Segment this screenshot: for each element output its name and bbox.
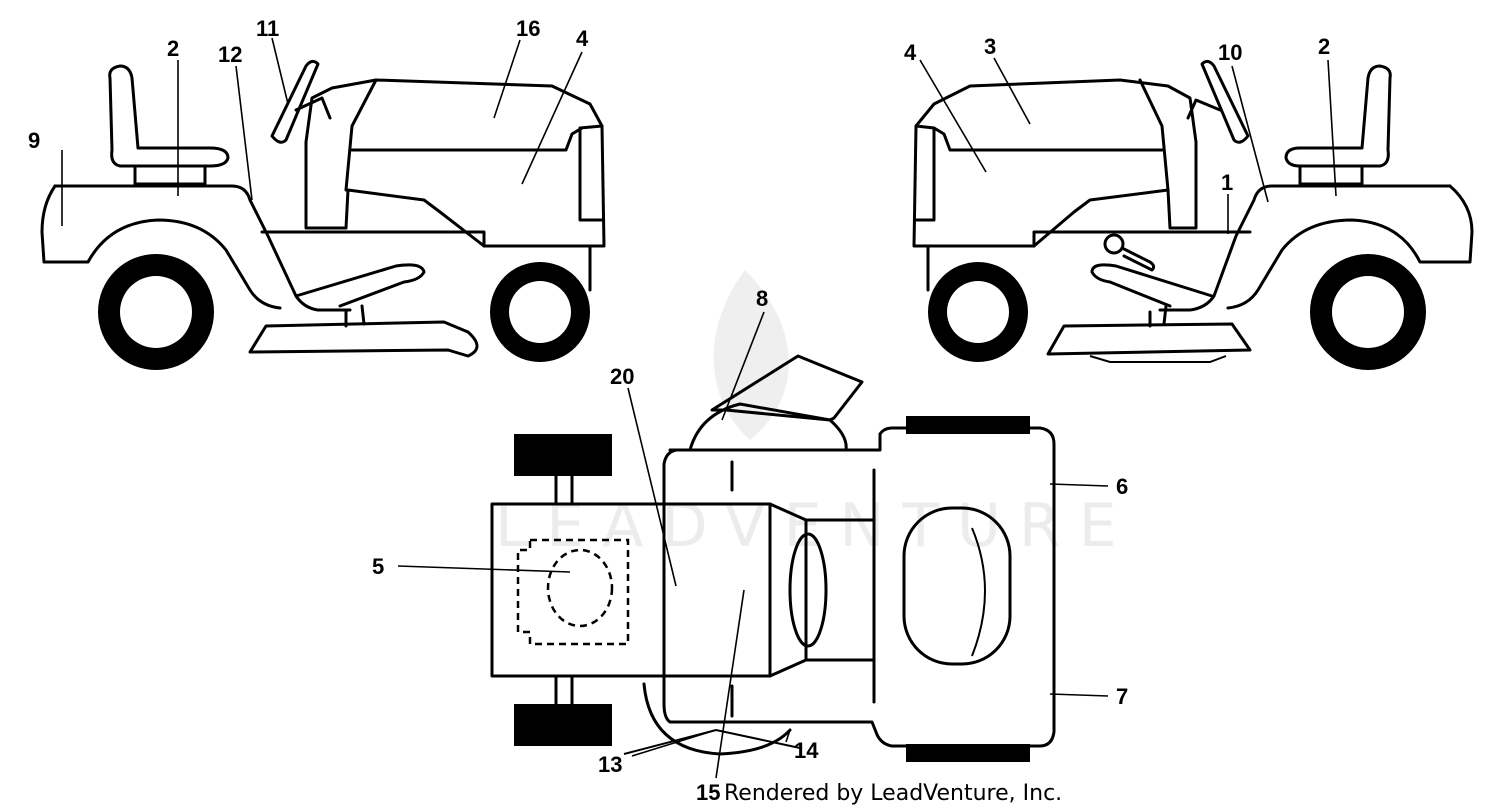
tractor-top-view <box>490 354 1056 762</box>
seat-back <box>108 64 230 168</box>
hood <box>304 78 606 248</box>
front-wheel-left-hub <box>509 281 571 343</box>
steering-column <box>294 96 332 120</box>
tractor-left-side-view <box>40 59 606 370</box>
callout-15: 15 <box>696 780 720 805</box>
callout-1: 1 <box>1221 170 1233 195</box>
steering-wheel <box>270 59 320 144</box>
deck-outline <box>662 426 1056 748</box>
seat-back-right <box>1284 64 1392 168</box>
callout-20: 20 <box>610 364 634 389</box>
rear-tire-bottom <box>514 704 612 746</box>
hood-nose <box>804 518 876 662</box>
front-wheel-right-hub <box>947 281 1009 343</box>
lift-lever <box>1120 246 1156 272</box>
chute-guard <box>688 402 848 452</box>
callout-6: 6 <box>1116 474 1128 499</box>
hood-taper <box>768 502 808 678</box>
callout-10: 10 <box>1218 40 1242 65</box>
rear-fender-lower <box>40 184 282 310</box>
right-front-tire <box>906 416 1030 434</box>
callout-8: 8 <box>756 286 768 311</box>
callout-3: 3 <box>984 34 996 59</box>
callout-4-left: 4 <box>576 26 589 51</box>
callout-2-left: 2 <box>167 36 179 61</box>
callout-9: 9 <box>28 128 40 153</box>
seat-area-inner <box>546 548 614 628</box>
rear-tire-top <box>514 434 612 476</box>
deck-bottom-right <box>1089 355 1227 363</box>
watermark-text: LEADVENTURE <box>495 491 1135 561</box>
left-front-tire <box>906 744 1030 762</box>
frame <box>260 230 592 292</box>
callout-leaders <box>61 37 1337 779</box>
frame-right <box>926 230 1252 292</box>
steering-wheel-right <box>1200 59 1250 144</box>
callout-4-right: 4 <box>904 40 917 65</box>
rear-wheel-right-hub <box>1332 276 1404 348</box>
dash-oval <box>788 532 828 648</box>
mower-deck-right <box>1046 322 1252 356</box>
callout-11: 11 <box>256 16 279 41</box>
dash-tower <box>304 140 486 248</box>
hood-side-panel <box>344 78 584 192</box>
callout-12: 12 <box>218 42 242 67</box>
credit-line: Rendered by LeadVenture, Inc. <box>724 781 1063 806</box>
hood-right <box>912 78 1198 248</box>
hood-top <box>902 506 1012 666</box>
callout-14: 14 <box>794 738 819 763</box>
hood-side-panel-right <box>932 78 1170 192</box>
steering-column-right <box>1186 98 1222 120</box>
callout-labels: 9 2 12 11 16 4 4 3 10 2 1 8 20 5 6 7 13 … <box>28 16 1330 805</box>
seat-area-outer <box>516 538 630 646</box>
callout-5: 5 <box>372 554 384 579</box>
seat-support-right <box>1298 164 1364 186</box>
footrest-right <box>1090 263 1214 308</box>
hood-top-inner <box>971 527 986 657</box>
hood-grille-right <box>914 124 936 222</box>
rear-axle <box>554 474 574 706</box>
footrest <box>294 263 426 308</box>
callout-7: 7 <box>1116 684 1128 709</box>
deck-hanger-right <box>1148 304 1168 328</box>
hood-grille <box>578 124 604 222</box>
rear-wheel-left-hub <box>120 276 192 348</box>
dash-tower-right <box>1032 140 1198 248</box>
callout-16: 16 <box>516 16 540 41</box>
tractor-right-side-view <box>912 59 1474 370</box>
deck-hanger <box>344 304 366 328</box>
callout-13: 13 <box>598 752 622 777</box>
rear-fender <box>53 184 352 312</box>
watermark: LEADVENTURE <box>495 270 1135 561</box>
lift-lever-knob <box>1103 233 1125 255</box>
callout-2-right: 2 <box>1318 34 1330 59</box>
rear-fender-right <box>1158 184 1452 312</box>
seat-support <box>133 164 207 186</box>
rear-fender-lower-right <box>1226 184 1474 310</box>
mower-deck <box>248 320 479 358</box>
